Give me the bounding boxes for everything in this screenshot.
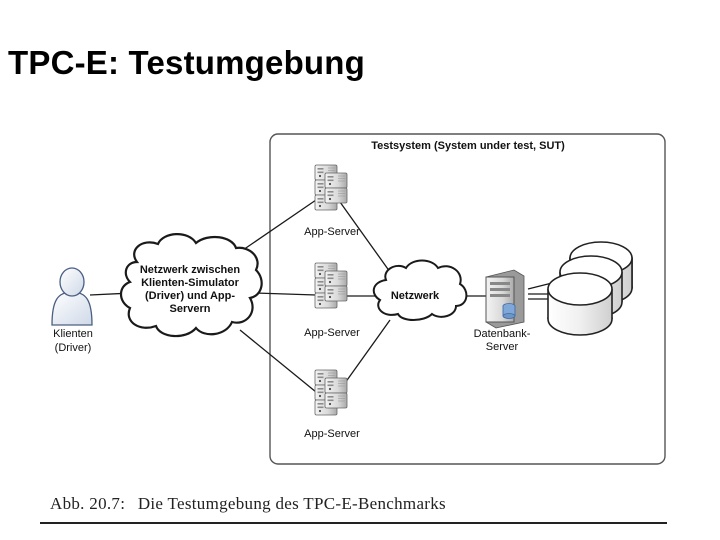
figure-number: Abb. 20.7:	[50, 494, 126, 513]
client-network-cloud	[119, 233, 263, 338]
storage-disk-icon	[547, 272, 613, 336]
user-icon	[51, 267, 93, 326]
figure-caption-text: Die Testumgebung des TPC-E-Benchmarks	[137, 494, 446, 513]
sut-boundary	[269, 133, 666, 465]
figure-caption: Abb. 20.7: Die Testumgebung des TPC-E-Be…	[50, 494, 446, 514]
app-server-icon	[314, 369, 348, 416]
server-network-label: Netzwerk	[391, 290, 440, 302]
page-title: TPC-E: Testumgebung	[8, 44, 366, 81]
app-server-icon	[314, 262, 348, 309]
app-server-icon	[314, 164, 348, 211]
database-server-label-1: Datenbank-	[474, 328, 531, 340]
client-network-label-1: Netzwerk zwischen	[140, 264, 241, 276]
client-network-label-3: (Driver) und App-	[145, 290, 235, 302]
sut-label: Testsystem (System under test, SUT)	[371, 140, 565, 152]
client-label-line2: (Driver)	[55, 342, 92, 354]
app-server-label-1: App-Server	[304, 226, 360, 238]
client-label-line1: Klienten	[53, 328, 93, 340]
caption-divider	[40, 522, 667, 524]
app-server-label-3: App-Server	[304, 428, 360, 440]
database-server-label-2: Server	[486, 341, 519, 353]
client-network-label-4: Servern	[170, 303, 211, 315]
client-network-label-2: Klienten-Simulator	[141, 277, 240, 289]
server-network-cloud	[372, 259, 468, 321]
database-server-icon	[485, 269, 525, 329]
app-server-label-2: App-Server	[304, 327, 360, 339]
